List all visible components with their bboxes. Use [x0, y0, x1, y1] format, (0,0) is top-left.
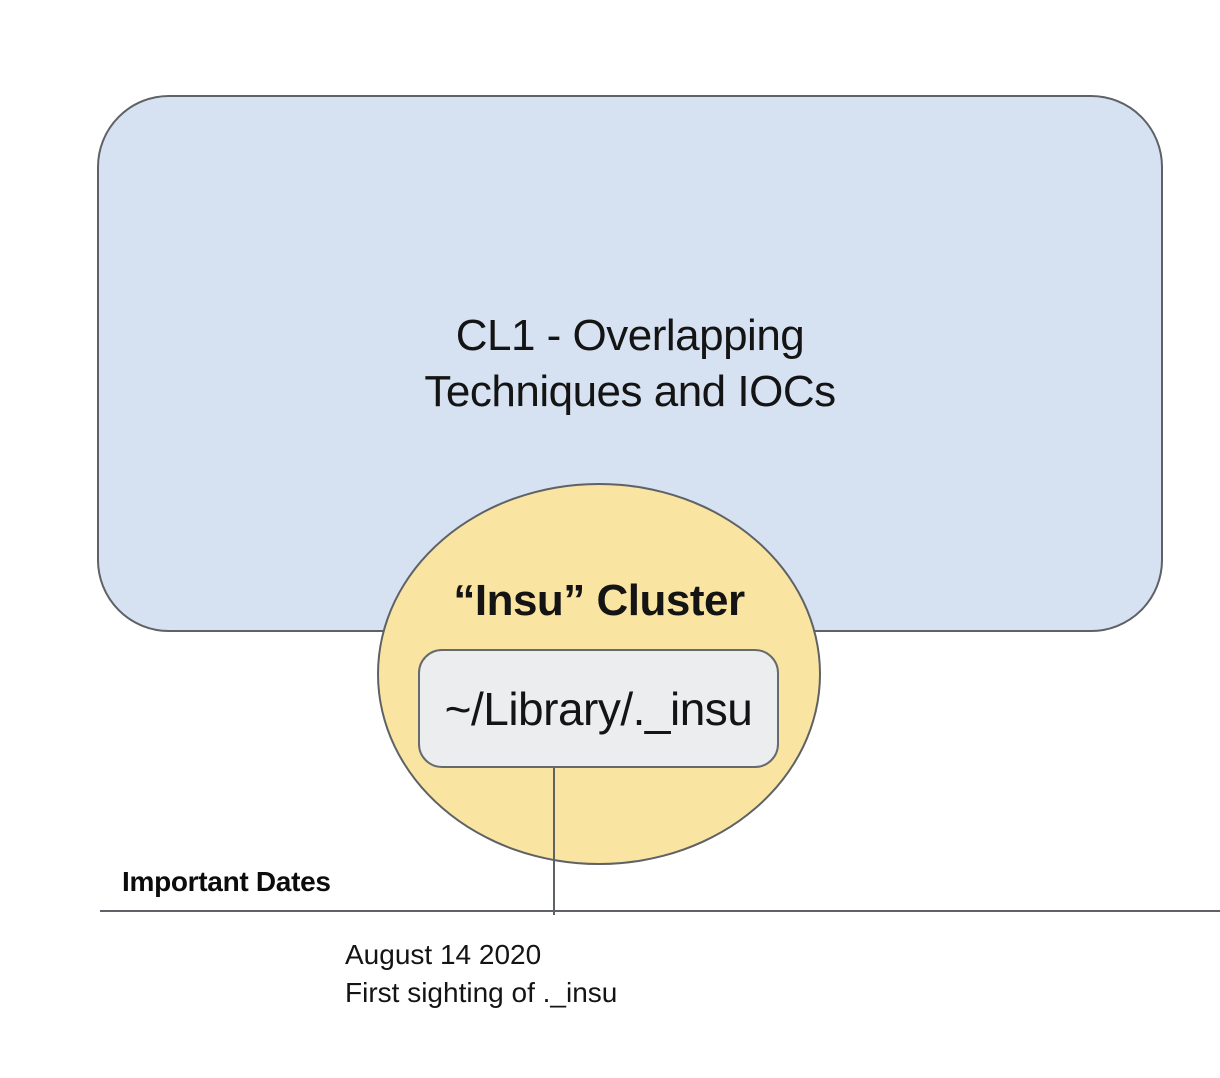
event-description: First sighting of ._insu: [345, 977, 618, 1008]
timeline-axis-line: [100, 910, 1220, 912]
insu-cluster-label: “Insu” Cluster: [453, 576, 745, 625]
timeline-event: August 14 2020 First sighting of ._insu: [345, 936, 617, 1012]
insu-path-text: ~/Library/._insu: [444, 682, 753, 735]
important-dates-heading: Important Dates: [122, 866, 331, 897]
insu-path-node: ~/Library/._insu: [418, 649, 779, 768]
event-date: August 14 2020: [345, 939, 542, 970]
cluster-cl1-title: CL1 - Overlapping Techniques and IOCs: [424, 310, 836, 416]
event-connector-line: [553, 768, 555, 915]
